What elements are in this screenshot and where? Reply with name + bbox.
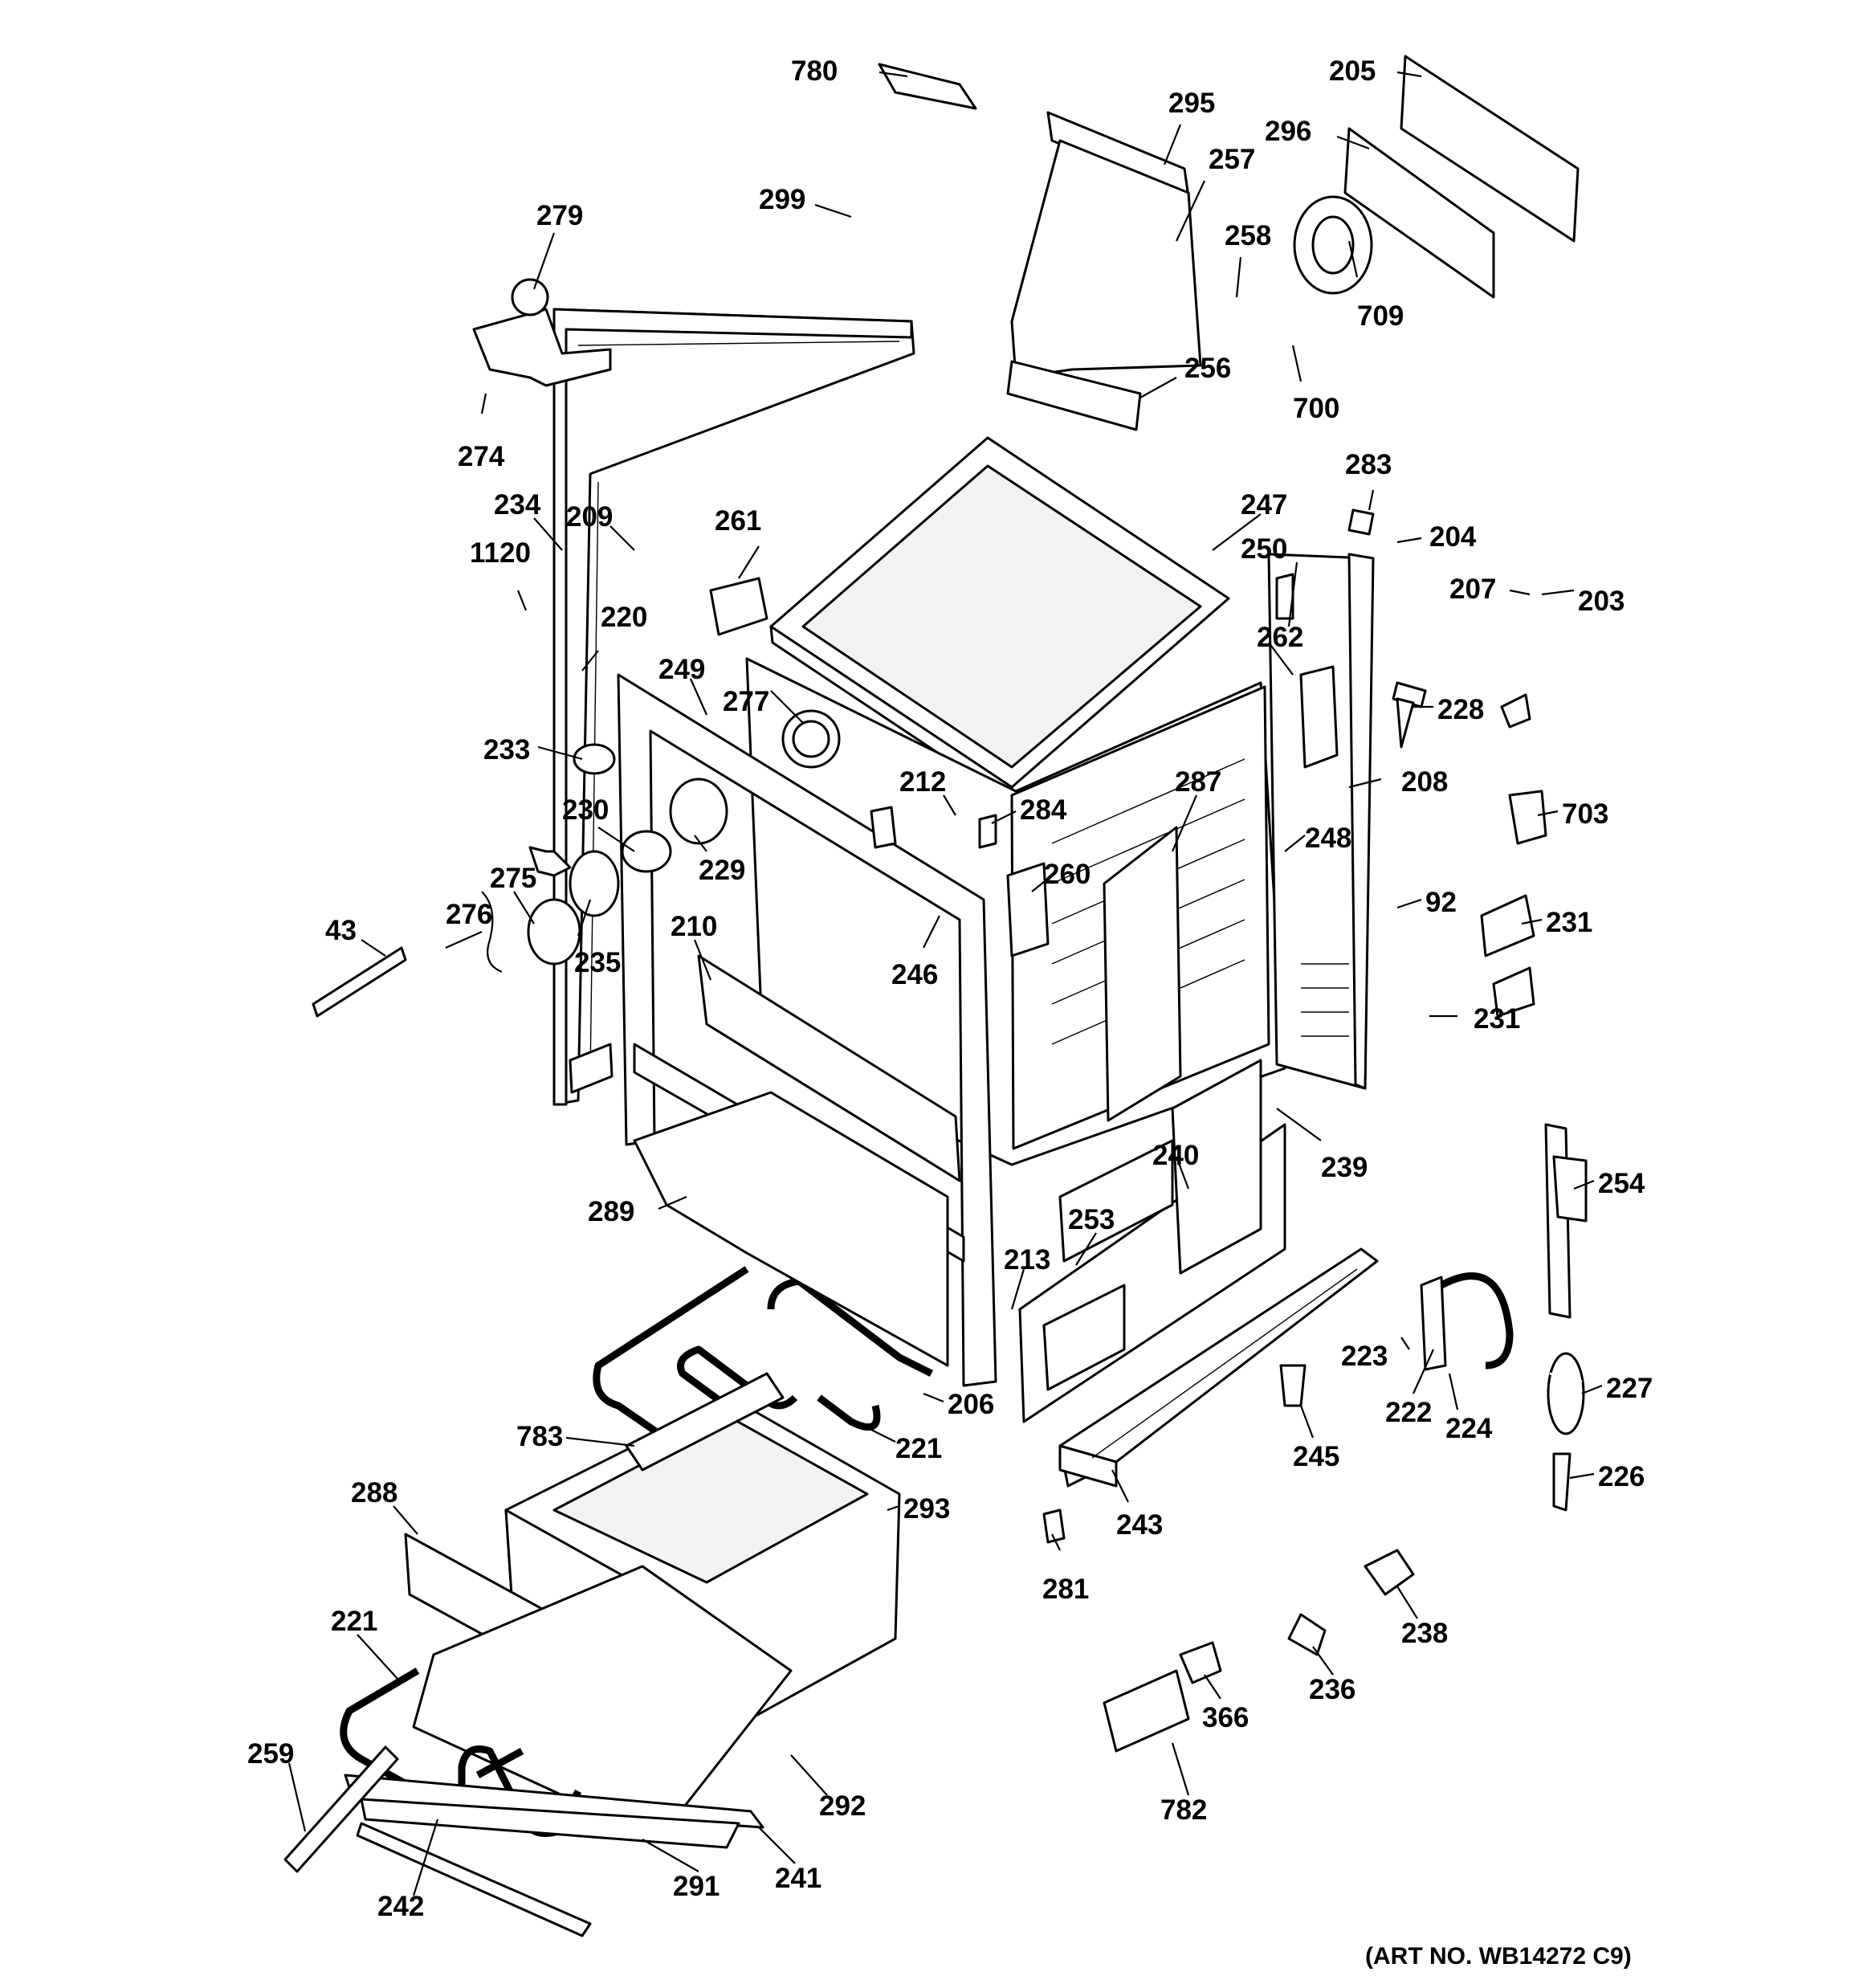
callout-235: 235 bbox=[574, 947, 621, 978]
callout-221-lower: 221 bbox=[331, 1606, 377, 1637]
top-connector-part bbox=[878, 63, 977, 110]
callout-258: 258 bbox=[1225, 220, 1271, 251]
light-socket-parts bbox=[312, 573, 1339, 1018]
callout-203: 203 bbox=[1578, 586, 1625, 617]
callout-221-upper: 221 bbox=[895, 1433, 942, 1464]
callout-210: 210 bbox=[671, 911, 717, 942]
callout-293: 293 bbox=[903, 1493, 950, 1525]
callout-206: 206 bbox=[948, 1389, 994, 1420]
callout-279: 279 bbox=[536, 200, 583, 231]
callout-239: 239 bbox=[1321, 1152, 1368, 1183]
callout-204: 204 bbox=[1429, 521, 1477, 553]
art-number: (ART NO. WB14272 C9) bbox=[1365, 1943, 1632, 1970]
callout-240: 240 bbox=[1152, 1140, 1199, 1171]
callout-238: 238 bbox=[1401, 1618, 1448, 1649]
callout-227: 227 bbox=[1606, 1373, 1653, 1404]
callout-287: 287 bbox=[1175, 766, 1221, 798]
callout-231-upper: 231 bbox=[1546, 907, 1592, 938]
callout-230: 230 bbox=[562, 794, 609, 826]
callout-260: 260 bbox=[1044, 859, 1090, 890]
callout-245: 245 bbox=[1293, 1441, 1339, 1472]
heat-shield-part bbox=[1103, 826, 1182, 1122]
callout-296: 296 bbox=[1265, 116, 1311, 147]
callout-223: 223 bbox=[1341, 1341, 1388, 1372]
callout-241: 241 bbox=[775, 1863, 821, 1894]
callout-277: 277 bbox=[723, 686, 769, 717]
callout-274: 274 bbox=[458, 441, 505, 472]
callout-253: 253 bbox=[1068, 1204, 1115, 1235]
callout-249: 249 bbox=[658, 654, 705, 685]
callout-291: 291 bbox=[673, 1871, 720, 1902]
right-side-panel-part bbox=[1267, 553, 1375, 1090]
broiler-pan-part bbox=[412, 1565, 793, 1841]
callout-281: 281 bbox=[1042, 1574, 1089, 1605]
callout-231-lower: 231 bbox=[1474, 1003, 1520, 1035]
callout-207: 207 bbox=[1449, 574, 1496, 605]
top-panel-part bbox=[769, 436, 1230, 805]
callout-700: 700 bbox=[1293, 393, 1339, 424]
callout-92: 92 bbox=[1425, 887, 1457, 918]
callout-289: 289 bbox=[588, 1196, 634, 1227]
callout-209: 209 bbox=[566, 501, 613, 533]
callout-243: 243 bbox=[1116, 1509, 1163, 1541]
callout-257: 257 bbox=[1209, 144, 1255, 175]
lower-back-panel-part bbox=[1018, 1059, 1286, 1423]
callout-labels: 780 295 205 296 257 299 279 258 709 256 … bbox=[247, 55, 1653, 1922]
parts-artwork bbox=[283, 55, 1588, 1937]
callout-224: 224 bbox=[1445, 1413, 1493, 1444]
callout-276: 276 bbox=[446, 899, 492, 930]
callout-236: 236 bbox=[1309, 1674, 1355, 1705]
callout-205: 205 bbox=[1329, 55, 1376, 87]
callout-208: 208 bbox=[1401, 766, 1448, 798]
callout-213: 213 bbox=[1004, 1244, 1050, 1276]
callout-246: 246 bbox=[891, 959, 938, 990]
callout-295: 295 bbox=[1168, 88, 1215, 119]
callout-222: 222 bbox=[1385, 1397, 1432, 1428]
left-side-panel-part bbox=[552, 308, 915, 1106]
callout-275: 275 bbox=[490, 863, 536, 894]
burner-tray-part bbox=[1058, 1247, 1379, 1488]
callout-284: 284 bbox=[1020, 794, 1067, 826]
callout-1120: 1120 bbox=[470, 537, 531, 569]
vent-duct-part bbox=[1006, 111, 1202, 431]
callout-234: 234 bbox=[494, 489, 541, 520]
callout-250: 250 bbox=[1241, 533, 1287, 565]
thermostat-bracket-part bbox=[472, 278, 612, 387]
callout-233: 233 bbox=[483, 734, 530, 765]
callout-366: 366 bbox=[1202, 1702, 1249, 1733]
callout-782: 782 bbox=[1160, 1794, 1207, 1826]
callout-261: 261 bbox=[715, 505, 761, 537]
callout-228: 228 bbox=[1437, 694, 1484, 725]
callout-229: 229 bbox=[699, 855, 745, 886]
callout-43: 43 bbox=[325, 915, 357, 946]
callout-256: 256 bbox=[1184, 353, 1231, 384]
callout-299: 299 bbox=[759, 184, 805, 215]
callout-220: 220 bbox=[601, 602, 647, 633]
callout-259: 259 bbox=[247, 1738, 294, 1770]
callout-292: 292 bbox=[819, 1790, 866, 1822]
callout-247: 247 bbox=[1241, 489, 1287, 520]
small-hardware-parts bbox=[1042, 508, 1588, 1753]
callout-288: 288 bbox=[351, 1477, 397, 1508]
drawer-part bbox=[344, 1774, 764, 1937]
leader-lines bbox=[287, 71, 1603, 1896]
rear-panel-part bbox=[1293, 55, 1580, 299]
callout-783: 783 bbox=[516, 1421, 563, 1452]
callout-212: 212 bbox=[899, 766, 946, 798]
igniter-rod-part bbox=[283, 1745, 399, 1873]
callout-254: 254 bbox=[1598, 1168, 1645, 1199]
callout-242: 242 bbox=[377, 1891, 424, 1922]
callout-283: 283 bbox=[1345, 449, 1392, 480]
callout-226: 226 bbox=[1598, 1461, 1645, 1492]
callout-709: 709 bbox=[1357, 300, 1404, 332]
callout-780: 780 bbox=[791, 55, 838, 87]
callout-703: 703 bbox=[1562, 798, 1608, 830]
callout-248: 248 bbox=[1305, 823, 1351, 854]
callout-262: 262 bbox=[1257, 622, 1303, 653]
